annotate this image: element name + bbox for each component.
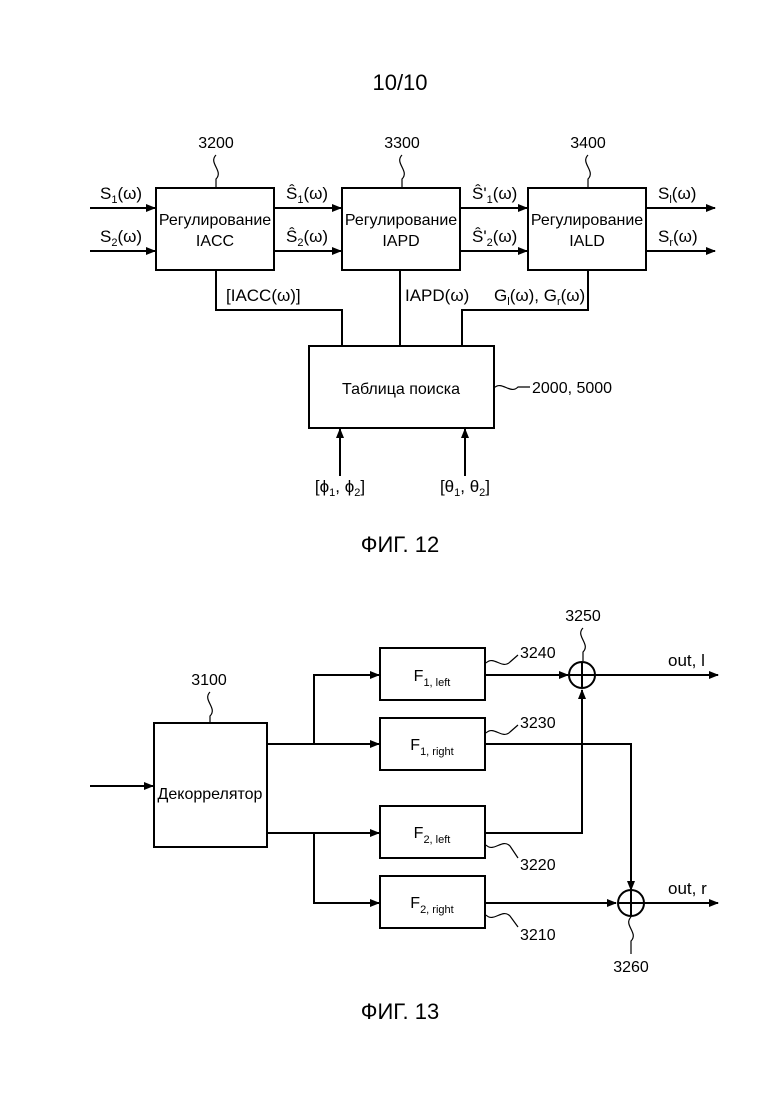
adder-right-ref: 3260 [613, 959, 649, 976]
filter-f1-left-ref: 3240 [520, 645, 556, 662]
phi-input-label: [ϕ1, ϕ2] [315, 477, 365, 499]
filter-f2-left [380, 806, 485, 858]
iacc-ref-leader [214, 155, 219, 188]
signal-s1-label: S1(ω) [100, 184, 142, 206]
theta-input-label: [θ1, θ2] [440, 477, 490, 499]
iapd-adjust-block [342, 188, 460, 270]
to-f1left-arrow [314, 675, 379, 744]
gain-param-label: Gl(ω), Gr(ω) [494, 286, 585, 308]
iacc-block-line2: IACC [196, 233, 234, 250]
decorrelator-ref-leader [208, 692, 213, 723]
iapd-ref-leader [400, 155, 405, 188]
iald-block-line1: Регулирование [531, 212, 643, 229]
f2right-ref-leader [486, 914, 518, 927]
figure-13: Декоррелятор 3100 F1, left F1, right F2,… [90, 608, 718, 1024]
signal-sr-label: Sr(ω) [658, 227, 698, 249]
fig12-caption: ФИГ. 12 [361, 532, 439, 557]
page-label: 10/10 [372, 70, 427, 95]
filter-f1-right-ref: 3230 [520, 715, 556, 732]
iapd-param-label: IAPD(ω) [405, 286, 469, 305]
signal-sh2-label: Ŝ2(ω) [286, 227, 328, 249]
adder-right-ref-leader [629, 917, 634, 954]
iacc-param-line [216, 270, 342, 346]
iald-block-line2: IALD [569, 233, 605, 250]
filter-f2-right [380, 876, 485, 928]
decorrelator-block [154, 723, 267, 847]
signal-s2-label: S2(ω) [100, 227, 142, 249]
decorrelator-ref: 3100 [191, 672, 227, 689]
output-right-label: out, r [668, 879, 707, 898]
iapd-block-ref: 3300 [384, 135, 420, 152]
f1right-to-adder-r-arrow [485, 744, 631, 890]
iacc-param-label: [IACC(ω)] [226, 286, 301, 305]
filter-f2-left-ref: 3220 [520, 857, 556, 874]
signal-sh1-label: Ŝ1(ω) [286, 184, 328, 206]
iacc-block-line1: Регулирование [159, 212, 271, 229]
filter-f1-right [380, 718, 485, 770]
signal-sl-label: Sl(ω) [658, 184, 696, 206]
decorrelator-label: Декоррелятор [158, 786, 263, 803]
signal-shp1-label: Ŝ'1(ω) [472, 184, 517, 206]
adder-left-ref: 3250 [565, 608, 601, 625]
gain-param-line [462, 270, 588, 346]
iapd-block-line2: IAPD [382, 233, 419, 250]
adder-left-ref-leader [581, 628, 586, 661]
lookup-table-ref: 2000, 5000 [532, 380, 612, 397]
f2left-ref-leader [486, 844, 518, 858]
f2left-to-adder-l-arrow [485, 690, 582, 833]
iacc-adjust-block [156, 188, 274, 270]
to-f2right-arrow [314, 833, 379, 903]
iacc-block-ref: 3200 [198, 135, 234, 152]
f1left-ref-leader [486, 655, 518, 664]
output-left-label: out, l [668, 651, 705, 670]
iald-block-ref: 3400 [570, 135, 606, 152]
lookup-table-label: Таблица поиска [342, 381, 460, 398]
figure-12: Регулирование IACC 3200 Регулирование IA… [90, 135, 715, 557]
fig13-caption: ФИГ. 13 [361, 999, 439, 1024]
filter-f1-left [380, 648, 485, 700]
iald-ref-leader [586, 155, 591, 188]
filter-f2-right-ref: 3210 [520, 927, 556, 944]
iald-adjust-block [528, 188, 646, 270]
f1right-ref-leader [486, 725, 518, 734]
iapd-block-line1: Регулирование [345, 212, 457, 229]
signal-shp2-label: Ŝ'2(ω) [472, 227, 517, 249]
lookup-ref-leader [494, 386, 530, 390]
